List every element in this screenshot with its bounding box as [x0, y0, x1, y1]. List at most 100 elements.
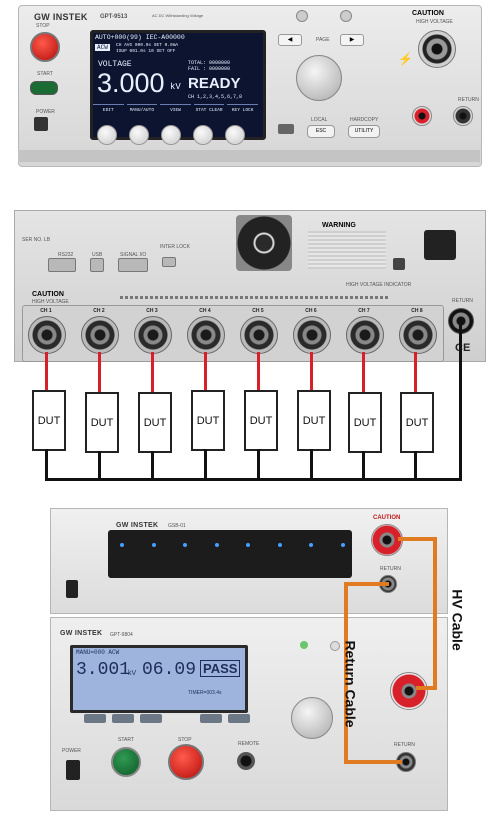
port-label-usb: USB [92, 252, 103, 258]
dut-box: DUT [191, 390, 225, 451]
softkey-label: MANU/AUTO [126, 104, 158, 118]
softkey-2[interactable] [129, 125, 149, 145]
channel-label: CH 8 [411, 308, 423, 314]
tester-remote-label: REMOTE [238, 741, 260, 747]
tester-hv-terminal [390, 672, 428, 710]
power-label: POWER [36, 109, 55, 115]
scanner-power-switch[interactable] [66, 580, 78, 598]
fail-count: FAIL : 0000000 [188, 66, 231, 72]
remote-connector [237, 752, 255, 770]
softkey-3[interactable] [161, 125, 181, 145]
hv-cable [416, 686, 437, 690]
interlock-port [162, 257, 176, 267]
panel-button[interactable] [140, 714, 162, 723]
softkey-5[interactable] [225, 125, 245, 145]
gnd-terminal [393, 258, 405, 270]
scanner-return-label: RETURN [380, 566, 401, 572]
return-wire [257, 449, 260, 480]
panel-button[interactable] [112, 714, 134, 723]
return-wire [310, 449, 313, 480]
rear-caution-subtitle: HIGH VOLTAGE [32, 299, 69, 305]
softkey-4[interactable] [193, 125, 213, 145]
esc-button[interactable]: ESC [307, 125, 335, 138]
return-lead [459, 322, 462, 481]
mode-badge: ACW [95, 44, 110, 51]
softkey-label: STAT CLEAR [193, 104, 225, 118]
page-left-button[interactable]: ◀ [278, 34, 302, 46]
channel-label: CH 6 [305, 308, 317, 314]
wire [414, 352, 417, 392]
dut-box: DUT [400, 392, 434, 453]
return-cable-label: Return Cable [342, 640, 359, 728]
rs232-port [48, 258, 76, 272]
channel-terminal [134, 316, 172, 354]
return-cable [344, 582, 389, 586]
softkey-label: EDIT [93, 104, 124, 118]
tester-lcd [70, 645, 248, 713]
led [309, 543, 314, 547]
interlock-label: INTER LOCK [160, 244, 191, 250]
tester-rotary-knob[interactable] [291, 697, 333, 739]
port-label-signal: SIGNAL I/O [120, 252, 147, 258]
return-terminal [453, 106, 473, 126]
channel-terminal [399, 316, 437, 354]
page-right-button[interactable]: ▶ [340, 34, 364, 46]
start-button[interactable] [30, 81, 58, 95]
return-wire [98, 451, 101, 480]
wire [310, 352, 313, 390]
stop-button[interactable] [30, 32, 60, 62]
start-label: START [37, 71, 53, 77]
panel-button[interactable] [84, 714, 106, 723]
return-cable [344, 582, 348, 762]
panel-button[interactable] [228, 714, 250, 723]
tester-result: PASS [200, 660, 241, 677]
led [277, 543, 282, 547]
channel-label: CH 2 [93, 308, 105, 314]
led [151, 543, 156, 547]
tester-voltage-unit: kV [128, 670, 137, 677]
rear-return-label: RETURN [452, 298, 473, 304]
tester-start-button[interactable] [111, 747, 141, 777]
tester-start-label: START [118, 737, 134, 743]
channel-label: CH 7 [358, 308, 370, 314]
voltage-unit: kV [170, 82, 181, 92]
caution-subtitle: HIGH VOLTAGE [416, 19, 453, 25]
utility-button[interactable]: UTILITY [348, 125, 380, 138]
channel-terminal [81, 316, 119, 354]
tester-stop-button[interactable] [168, 744, 204, 780]
return-wire [151, 451, 154, 480]
warning-title: WARNING [322, 222, 356, 229]
hv-cable [398, 537, 436, 541]
channel-terminal [240, 316, 278, 354]
ready-status: READY [188, 75, 241, 92]
pass-indicator [296, 10, 308, 22]
return-wire [204, 449, 207, 480]
caution-text-line [120, 296, 388, 299]
power-switch[interactable] [34, 117, 48, 131]
scanner-led-row [120, 543, 345, 569]
usb-port-icon [278, 124, 294, 134]
dut-box: DUT [138, 392, 172, 453]
scanner-model: GSB-01 [168, 523, 186, 529]
port-label-rs232: RS232 [58, 252, 74, 258]
warning-text-block [308, 231, 386, 269]
rear-caution-title: CAUTION [32, 291, 64, 298]
caution-title: CAUTION [412, 10, 444, 17]
hv-cable-label: HV Cable [449, 589, 466, 651]
tester-brand: GW INSTEK [60, 630, 103, 637]
tester-power-switch[interactable] [66, 760, 80, 780]
dut-box: DUT [85, 392, 119, 453]
led [120, 543, 124, 547]
softkey-1[interactable] [97, 125, 117, 145]
rotary-knob[interactable] [296, 55, 342, 101]
channel-label: CH 5 [252, 308, 264, 314]
ac-inlet [424, 230, 456, 260]
front-panel-base [18, 150, 480, 162]
softkey-labels: EDIT MANU/AUTO VIEW STAT CLEAR KEY LOCK [93, 104, 258, 118]
return-label: RETURN [458, 97, 479, 103]
total-count: TOTAL: 0000000 [188, 60, 231, 66]
panel-button[interactable] [200, 714, 222, 723]
tester-voltage: 3.001 [76, 660, 131, 680]
status-line-2: ISUP 001.0s 10 SET OFF [116, 49, 176, 54]
channel-tag: CH 1,2,3,4,5,6,7,8 [188, 94, 243, 100]
